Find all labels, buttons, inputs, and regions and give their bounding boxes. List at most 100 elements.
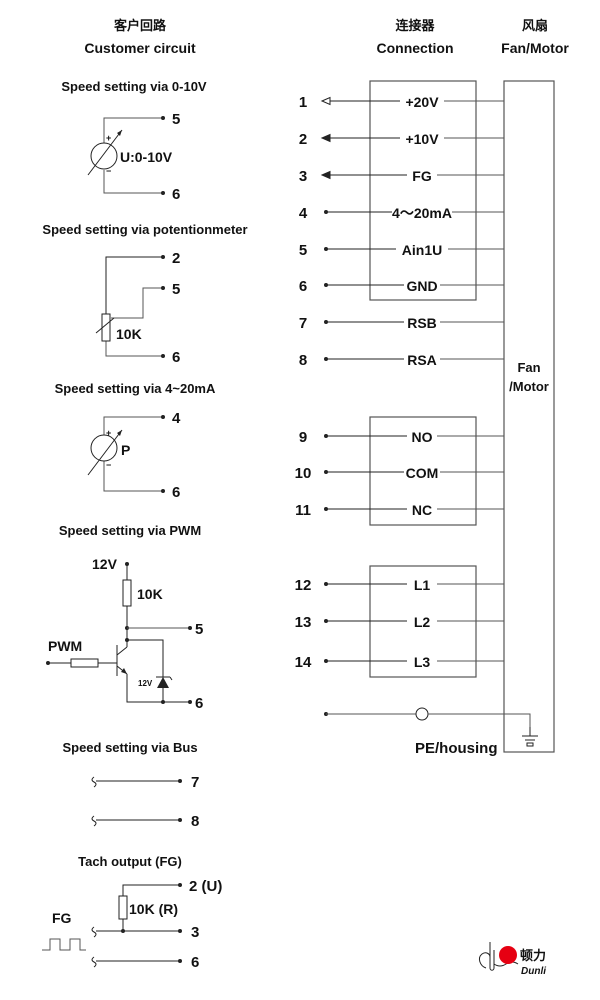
terminal-dot	[178, 883, 182, 887]
circuit-4-20ma: Speed setting via 4~20mA + − P 4 6	[55, 381, 216, 501]
current-source-icon	[90, 434, 118, 462]
wiper-icon	[95, 317, 115, 334]
wire	[111, 287, 163, 319]
wire	[428, 713, 531, 727]
transistor-collector	[116, 646, 128, 656]
logo-wave-icon	[493, 961, 519, 967]
customer-header-cn: 客户回路	[114, 18, 167, 34]
pin-number: 7	[299, 315, 307, 332]
arrowhead-icon	[121, 668, 127, 674]
customer-header-en: Customer circuit	[84, 40, 196, 56]
pin-label: NO	[412, 429, 433, 445]
pin-label: 8	[191, 813, 199, 830]
connection-header-en: Connection	[377, 40, 454, 56]
minus-sign: −	[106, 460, 111, 470]
circuit-bus: Speed setting via Bus 7 8	[62, 740, 199, 830]
terminal-dot	[324, 283, 328, 287]
fan-label: /Motor	[509, 379, 549, 394]
voltage-source-icon	[90, 142, 118, 170]
pin-number: 1	[299, 94, 307, 111]
bus-break-icon	[91, 926, 97, 938]
pin-label: Ain1U	[402, 242, 442, 258]
pin-label: +20V	[405, 94, 439, 110]
wire	[126, 674, 190, 703]
circuit-title: Speed setting via PWM	[59, 523, 201, 538]
pin-label: RSA	[407, 352, 437, 368]
arrowhead-icon	[117, 130, 122, 136]
pin-label: L1	[414, 577, 431, 593]
pin-label: 5	[172, 111, 180, 128]
pin-label: L3	[414, 654, 431, 670]
pin-number: 2	[299, 131, 307, 148]
source-label: U:0-10V	[120, 149, 173, 165]
plus-sign: +	[106, 133, 111, 143]
terminal-dot	[161, 286, 165, 290]
wire	[105, 256, 163, 314]
bus-break-icon	[91, 956, 97, 968]
pin-label: 2	[172, 250, 180, 267]
circuit-title: Speed setting via 0-10V	[61, 79, 207, 94]
terminal-dot	[161, 116, 165, 120]
pin-label: 6	[195, 695, 203, 712]
pin-number: 5	[299, 242, 307, 259]
terminal-dot	[188, 700, 192, 704]
signal-label: FG	[52, 910, 72, 926]
pin-label: 6	[172, 484, 180, 501]
resistor-label: 10K	[137, 586, 163, 602]
output-arrow-icon	[320, 96, 331, 106]
bus-break-icon	[91, 776, 97, 788]
plus-sign: +	[106, 428, 111, 438]
pin-label: 2 (U)	[189, 878, 222, 895]
terminal-dot	[324, 434, 328, 438]
variable-arrow-icon	[87, 429, 123, 476]
fan-motor-block	[503, 80, 555, 753]
pin-label: L2	[414, 614, 431, 630]
terminal-dot	[324, 582, 328, 586]
source-label: P	[121, 442, 130, 458]
pin-label: GND	[406, 278, 437, 294]
circuit-potentiometer: Speed setting via potentionmeter 10K 2 5…	[42, 222, 247, 366]
pe-label: PE/housing	[415, 740, 498, 757]
circuit-title: Tach output (FG)	[78, 854, 182, 869]
terminal-dot	[161, 415, 165, 419]
pin-label: +10V	[405, 131, 439, 147]
pin-label: 6	[172, 349, 180, 366]
pin-label: FG	[412, 168, 432, 184]
terminal-dot	[161, 191, 165, 195]
connector-block-signal	[369, 80, 477, 301]
pin-number: 14	[295, 654, 312, 671]
pin-label: 7	[191, 774, 199, 791]
pin-label: COM	[406, 465, 439, 481]
logo-sun-icon	[499, 946, 517, 964]
terminal-dot	[188, 626, 192, 630]
wire	[122, 884, 180, 896]
terminal-dot	[161, 255, 165, 259]
resistor-label: 10K (R)	[129, 901, 178, 917]
pin-number: 13	[295, 614, 312, 631]
circuit-title: Speed setting via potentionmeter	[42, 222, 247, 237]
housing-terminal-icon	[415, 707, 429, 721]
terminal-dot	[178, 929, 182, 933]
terminal-dot	[161, 354, 165, 358]
fan-label: Fan	[517, 360, 540, 375]
wire	[103, 117, 163, 143]
wire	[105, 341, 163, 357]
pe-housing: PE/housing	[324, 707, 538, 757]
pin-number: 6	[299, 278, 307, 295]
output-arrow-icon	[320, 170, 331, 180]
terminal-dot	[324, 357, 328, 361]
bus-break-icon	[91, 815, 97, 827]
terminal-dot	[324, 507, 328, 511]
circuit-title: Speed setting via Bus	[62, 740, 197, 755]
connector-block-relay	[369, 416, 477, 526]
circuit-pwm: Speed setting via PWM 12V 10K 5 PWM 12V …	[46, 523, 203, 712]
terminal-dot	[324, 659, 328, 663]
pin-label: 4	[172, 410, 181, 427]
fan-header-cn: 风扇	[522, 18, 548, 34]
wire	[127, 639, 164, 702]
pin-number: 11	[295, 502, 311, 519]
arrowhead-icon	[117, 430, 122, 436]
dunli-logo: 顿力 Dunli	[478, 942, 546, 977]
